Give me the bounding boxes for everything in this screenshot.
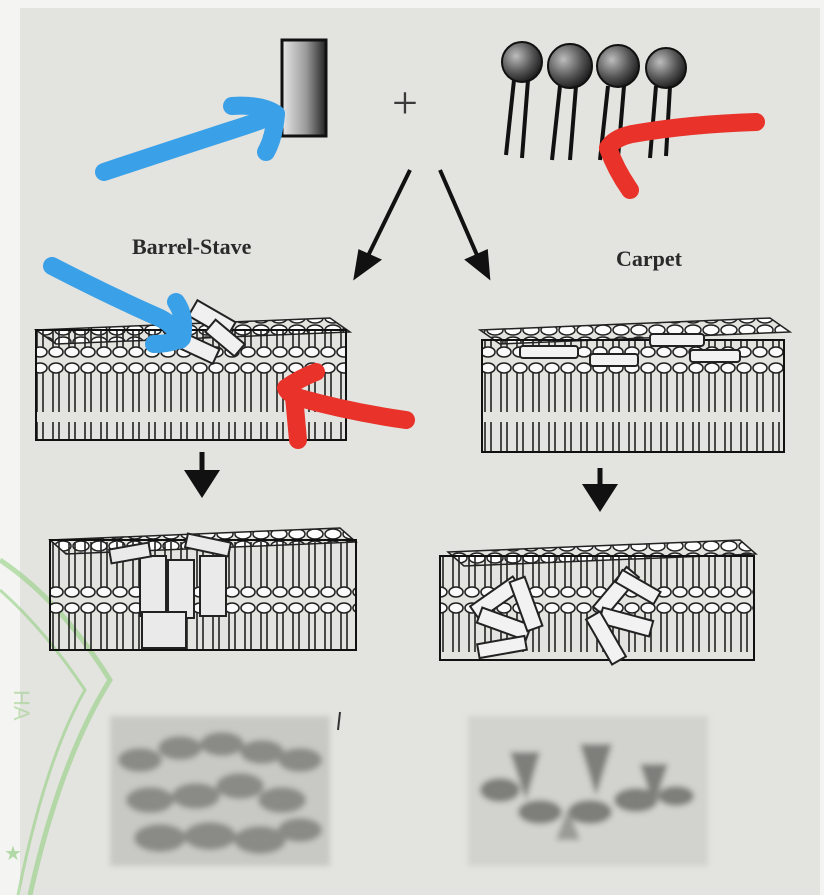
carpet-3d-render [468, 716, 708, 866]
svg-text:★: ★ [4, 843, 22, 865]
carpet-pore [440, 540, 756, 665]
barrel-stave-pore [50, 528, 356, 650]
peptide-icon [282, 40, 326, 136]
carpet-label: Carpet [616, 246, 682, 272]
barrel-stave-label: Barrel-Stave [132, 234, 251, 260]
plus-sign: + [392, 76, 418, 129]
barrel-stave-3d-render [110, 716, 330, 866]
svg-text:HA: HA [9, 690, 34, 721]
